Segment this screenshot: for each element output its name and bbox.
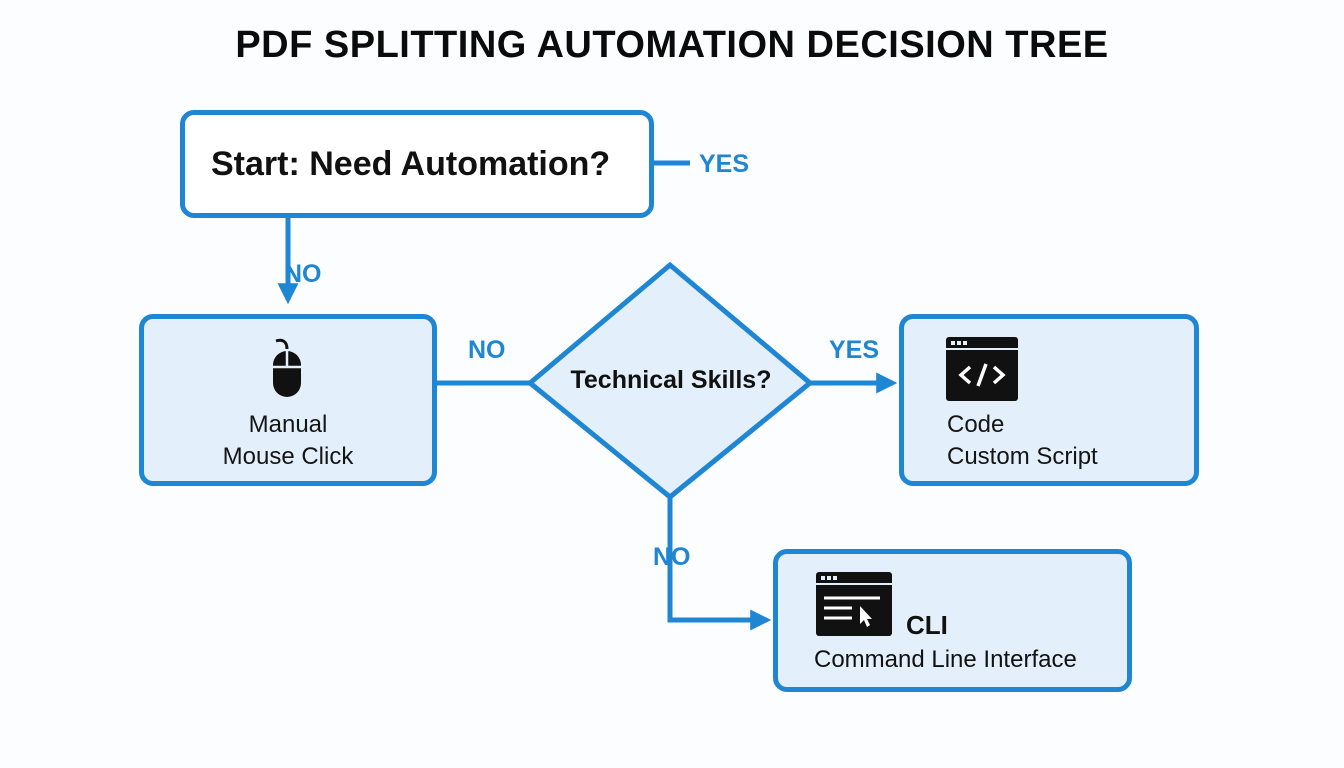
edge-label-start-yes: YES	[699, 150, 750, 178]
code-window-icon	[946, 337, 1018, 401]
code-node-text: Code Custom Script	[947, 409, 1098, 473]
edge-label-decision-yes: YES	[829, 336, 880, 364]
edge-label-decision-no-down: NO	[653, 543, 691, 571]
decision-node-label: Technical Skills?	[570, 366, 772, 394]
code-node-line1: Code	[947, 411, 1005, 438]
terminal-window-icon	[816, 572, 892, 636]
edge-decision-no-down	[667, 497, 772, 631]
diagram-title: PDF SPLITTING AUTOMATION DECISION TREE	[235, 24, 1109, 66]
start-node: Start: Need Automation?	[180, 110, 654, 218]
edge-label-start-no: NO	[284, 260, 322, 288]
manual-node-text: Manual Mouse Click	[144, 409, 432, 473]
manual-node-line2: Mouse Click	[222, 443, 354, 470]
mouse-icon	[273, 338, 301, 397]
code-node-line2: Custom Script	[947, 443, 1098, 470]
manual-node: Manual Mouse Click	[139, 314, 437, 486]
code-node: Code Custom Script	[899, 314, 1199, 486]
cli-node-subtitle: Command Line Interface	[814, 646, 1077, 673]
manual-node-line1: Manual	[248, 411, 328, 438]
cli-node: CLI Command Line Interface	[773, 549, 1132, 692]
start-node-label: Start: Need Automation?	[211, 145, 611, 183]
cli-node-title: CLI	[906, 610, 948, 640]
edge-label-decision-no-left: NO	[468, 336, 506, 364]
